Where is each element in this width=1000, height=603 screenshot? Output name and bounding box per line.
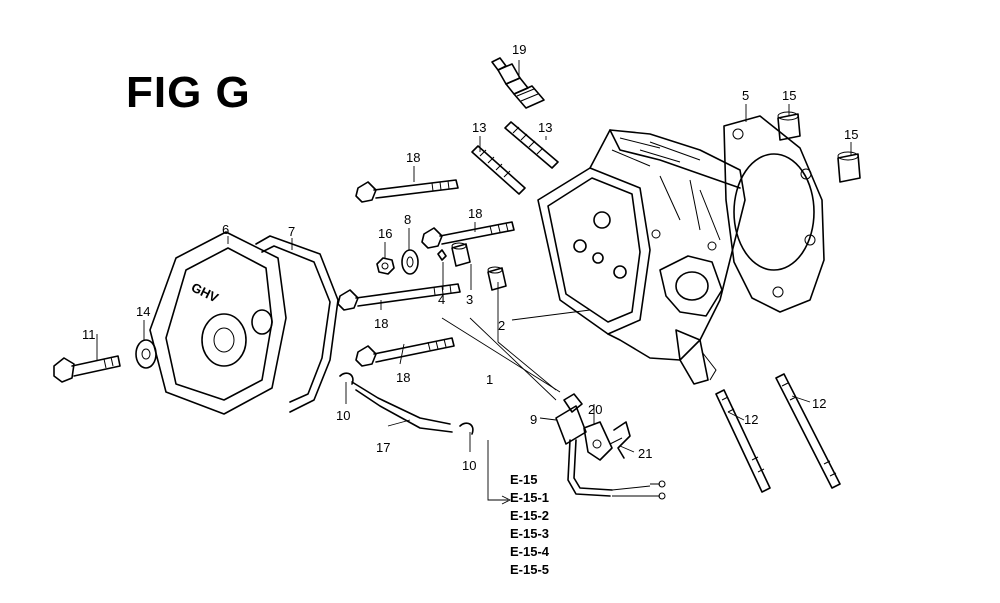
- callout-label: 20: [588, 402, 602, 417]
- callout-label: 18: [374, 316, 388, 331]
- spark-plug-part: [491, 57, 545, 109]
- callout-label: 11: [82, 327, 96, 342]
- sensor-part: [555, 393, 666, 500]
- wire-clip-part: [609, 421, 631, 459]
- callout-label: 18: [406, 150, 420, 165]
- reference-code: E-15-5: [510, 562, 549, 577]
- callout-label: 18: [396, 370, 410, 385]
- callout-numbers: 19 13 13 18 5 15 15 16 8 18 6 7 4 3 2 14…: [82, 42, 858, 473]
- head-cover-part: GHV: [149, 231, 287, 415]
- head-gasket-part: [723, 115, 825, 313]
- callout-label: 13: [472, 120, 486, 135]
- callout-label: 16: [378, 226, 392, 241]
- stud-part: [715, 373, 841, 493]
- callout-label: 15: [844, 127, 858, 142]
- sensor-boot-part: [583, 421, 613, 461]
- reference-code: E-15-1: [510, 490, 549, 505]
- callout-label: 12: [812, 396, 826, 411]
- callout-label: 18: [468, 206, 482, 221]
- callout-label: 10: [336, 408, 350, 423]
- cylinder-head-part: [537, 129, 746, 385]
- reference-code: E-15-3: [510, 526, 549, 541]
- callout-label: 12: [744, 412, 758, 427]
- reference-code: E-15-2: [510, 508, 549, 523]
- nut-part: [376, 257, 395, 275]
- stud-bolts-part: [471, 121, 559, 195]
- callout-label: 15: [782, 88, 796, 103]
- callout-label: 9: [530, 412, 537, 427]
- bolt-part: [421, 221, 515, 249]
- callout-label: 6: [222, 222, 229, 237]
- breather-tube-part: [351, 381, 453, 433]
- cover-washer-part: [135, 339, 157, 369]
- callout-label: 10: [462, 458, 476, 473]
- callout-label: 7: [288, 224, 295, 239]
- callout-label: 2: [498, 318, 505, 333]
- callout-label: 3: [466, 292, 473, 307]
- callout-label: 13: [538, 120, 552, 135]
- dowel-pin-part: [437, 242, 507, 291]
- callout-label: 1: [486, 372, 493, 387]
- leader-lines: [96, 60, 852, 505]
- callout-label: 4: [438, 292, 445, 307]
- reference-code: E-15: [510, 472, 537, 487]
- callout-label: 19: [512, 42, 526, 57]
- callout-label: 17: [376, 440, 390, 455]
- callout-label: 5: [742, 88, 749, 103]
- washer-part: [401, 249, 419, 275]
- reference-codes: E-15 E-15-1 E-15-2 E-15-3 E-15-4 E-15-5: [510, 472, 550, 577]
- dowel-part: [777, 111, 861, 183]
- tube-clip-part: [339, 372, 474, 435]
- bolt-part: [355, 337, 455, 367]
- cover-logo-text: GHV: [189, 280, 221, 306]
- callout-label: 21: [638, 446, 652, 461]
- reference-code: E-15-4: [510, 544, 550, 559]
- figure-title: FIG G: [126, 68, 251, 117]
- bolt-part: [355, 179, 459, 203]
- cover-gasket-part: [255, 235, 339, 413]
- callout-label: 14: [136, 304, 150, 319]
- cover-bolt-part: [53, 355, 121, 383]
- callout-label: 8: [404, 212, 411, 227]
